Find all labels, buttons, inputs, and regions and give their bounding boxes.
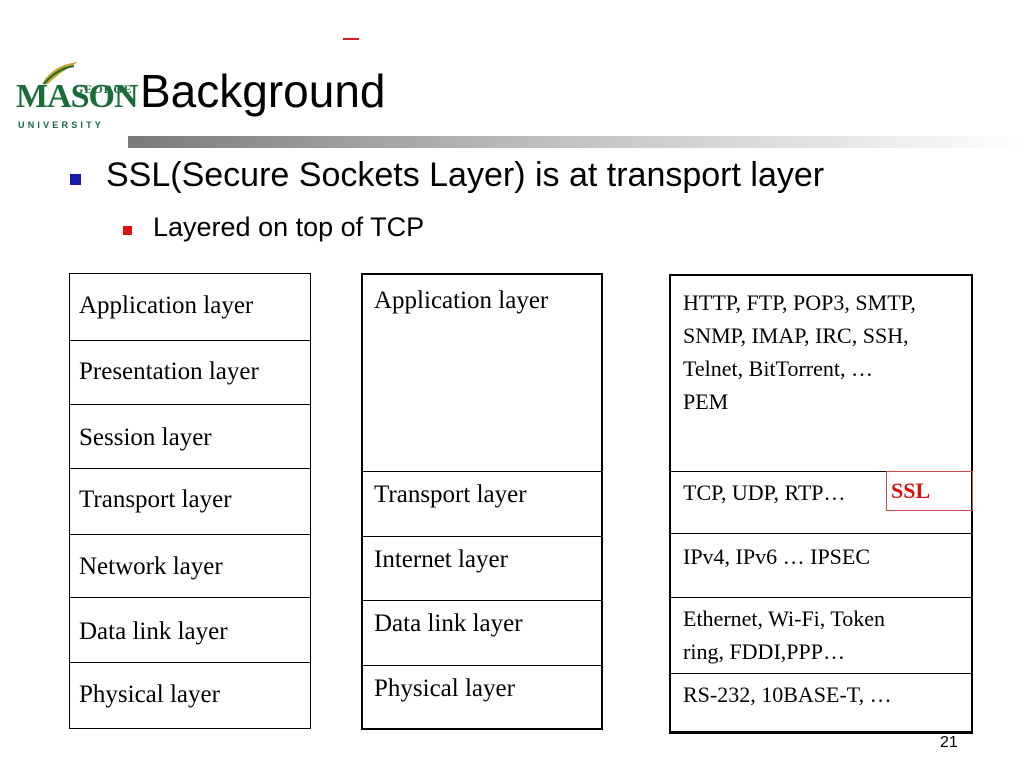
protocol-cell-physical: RS-232, 10BASE-T, … xyxy=(671,674,971,732)
osi-layer-cell: Network layer xyxy=(70,535,310,598)
protocol-line: TCP, UDP, RTP… xyxy=(683,480,846,505)
osi-layer-cell: Physical layer xyxy=(79,681,220,708)
osi-model-table: Application layer Presentation layer Ses… xyxy=(69,273,311,729)
osi-layer-cell: Application layer xyxy=(70,274,310,341)
tcpip-layer-cell: Data link layer xyxy=(363,601,601,666)
protocol-line: IPv4, IPv6 … IPSEC xyxy=(683,544,871,569)
tcpip-model-table: Application layer Transport layer Intern… xyxy=(361,273,603,730)
protocol-cell-internet: IPv4, IPv6 … IPSEC xyxy=(671,534,971,598)
logo-university: UNIVERSITY xyxy=(18,120,105,130)
tcpip-layer-cell: Transport layer xyxy=(363,472,601,537)
title-divider xyxy=(128,136,1024,148)
tcpip-layer-cell: Physical layer xyxy=(374,675,515,702)
page-number: 21 xyxy=(940,734,958,751)
university-logo: MASON GEORGE UNIVERSITY xyxy=(14,60,139,136)
protocol-line: Ethernet, Wi-Fi, Token xyxy=(683,606,886,631)
protocol-line: Telnet, BitTorrent, … xyxy=(683,356,873,381)
logo-mason: MASON xyxy=(16,78,139,115)
protocol-line: SNMP, IMAP, IRC, SSH, xyxy=(683,323,909,348)
bullet-square-icon xyxy=(123,226,132,235)
top-accent-dash xyxy=(343,38,359,40)
protocol-line: RS-232, 10BASE-T, … xyxy=(683,682,892,707)
protocol-table: HTTP, FTP, POP3, SMTP, SNMP, IMAP, IRC, … xyxy=(669,274,973,734)
protocol-cell-transport: TCP, UDP, RTP… xyxy=(671,472,971,534)
protocol-line: ring, FDDI,PPP… xyxy=(683,639,845,664)
osi-layer-cell: Session layer xyxy=(70,405,310,469)
logo-george: GEORGE xyxy=(74,82,133,96)
tcpip-layer-cell: Internet layer xyxy=(363,537,601,601)
ssl-highlight: SSL xyxy=(886,471,973,511)
leaf-icon xyxy=(42,62,78,85)
slide-title: Background xyxy=(140,65,386,117)
protocol-cell-application: HTTP, FTP, POP3, SMTP, SNMP, IMAP, IRC, … xyxy=(671,276,971,472)
osi-layer-cell: Data link layer xyxy=(70,598,310,663)
bullet-level1-text: SSL(Secure Sockets Layer) is at transpor… xyxy=(106,156,825,194)
bullet-level2-text: Layered on top of TCP xyxy=(153,212,425,242)
protocol-line: HTTP, FTP, POP3, SMTP, xyxy=(683,290,916,315)
osi-layer-cell: Transport layer xyxy=(70,469,310,535)
osi-layer-cell: Presentation layer xyxy=(70,341,310,405)
tcpip-layer-cell: Application layer xyxy=(363,275,601,472)
bullet-square-icon xyxy=(70,174,81,185)
protocol-cell-datalink: Ethernet, Wi-Fi, Token ring, FDDI,PPP… xyxy=(671,598,971,674)
protocol-line: PEM xyxy=(683,389,729,414)
